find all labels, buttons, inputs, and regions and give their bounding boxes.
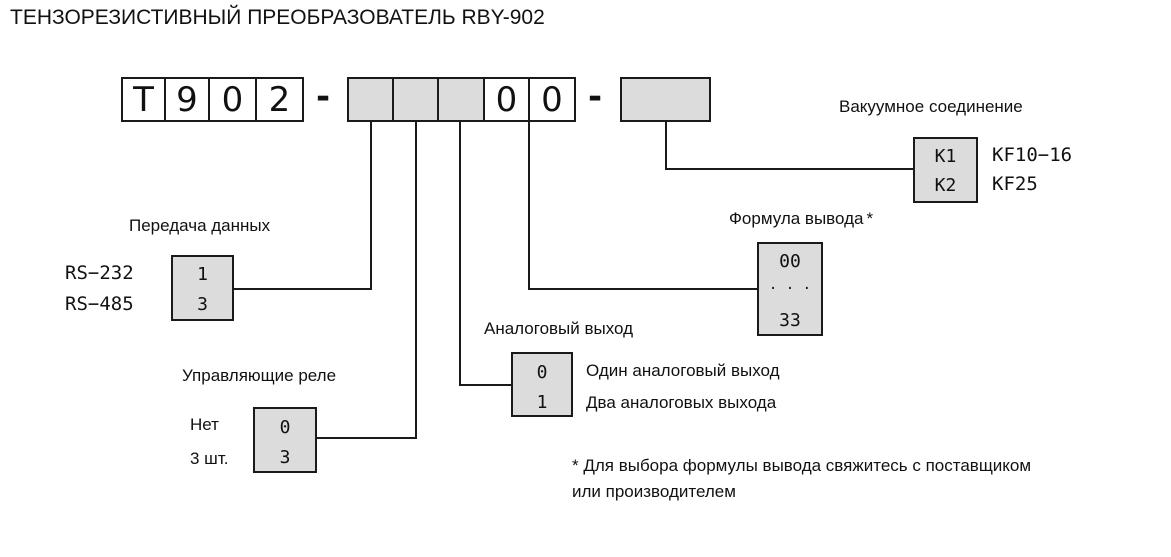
page-title: ТЕНЗОРЕЗИСТИВНЫЙ ПРЕОБРАЗОВАТЕЛЬ RBY-902 xyxy=(10,6,545,29)
code-char-t: T xyxy=(121,77,166,122)
analog-output-options-box: 0 1 xyxy=(511,352,573,417)
data-transfer-label-rs232: RS−232 xyxy=(65,262,134,284)
code-slot-formula-digit-1: 0 xyxy=(483,77,530,122)
vacuum-code-k2: K2 xyxy=(934,175,957,196)
analog-output-code-1: 1 xyxy=(536,392,548,413)
connector-data-transfer xyxy=(230,121,372,290)
code-slot-analog-output xyxy=(437,77,485,122)
analog-output-label-two: Два аналоговых выхода xyxy=(586,393,777,412)
relays-label-none: Нет xyxy=(190,415,219,434)
footnote-line-1: * Для выбора формулы вывода свяжитесь с … xyxy=(572,456,1032,475)
code-dash: - xyxy=(588,77,603,117)
code-dash: - xyxy=(316,77,331,117)
connector-output-formula xyxy=(528,121,758,290)
code-char-2: 2 xyxy=(255,77,304,122)
output-formula-options-box: 00 · · · 33 xyxy=(757,242,823,336)
relays-label-three: 3 шт. xyxy=(190,449,229,468)
relays-options-box: 0 3 xyxy=(253,407,317,473)
output-formula-code-00: 00 xyxy=(779,251,801,272)
connector-vacuum xyxy=(665,121,914,170)
data-transfer-code-3: 3 xyxy=(197,294,208,315)
analog-output-title: Аналоговый выход xyxy=(484,319,634,338)
vacuum-options-box: K1 K2 xyxy=(913,137,978,203)
code-slot-vacuum xyxy=(620,77,711,122)
vacuum-label-kf10-16: KF10−16 xyxy=(992,144,1073,166)
analog-output-label-one: Один аналоговый выход xyxy=(586,361,780,380)
vacuum-label-kf25: KF25 xyxy=(992,173,1038,195)
vacuum-code-k1: K1 xyxy=(934,146,957,167)
code-slot-relays xyxy=(392,77,439,122)
code-slot-data-transfer xyxy=(347,77,394,122)
output-formula-code-33: 33 xyxy=(779,310,801,331)
output-formula-title-text: Формула вывода xyxy=(729,209,864,228)
connector-analog-output xyxy=(459,121,512,386)
data-transfer-options-box: 1 3 xyxy=(171,255,234,321)
connector-relays xyxy=(316,121,417,439)
code-slot-formula-digit-2: 0 xyxy=(528,77,576,122)
data-transfer-title: Передача данных xyxy=(129,216,271,235)
output-formula-title: Формула вывода* xyxy=(729,210,873,227)
analog-output-code-0: 0 xyxy=(536,362,548,383)
code-char-0: 0 xyxy=(208,77,257,122)
output-formula-ellipsis: · · · xyxy=(768,281,812,297)
data-transfer-code-1: 1 xyxy=(197,264,208,285)
vacuum-title: Вакуумное соединение xyxy=(839,97,1023,116)
output-formula-asterisk: * xyxy=(866,209,874,228)
relays-title: Управляющие реле xyxy=(182,366,337,385)
relays-code-3: 3 xyxy=(279,447,291,468)
footnote-line-2: или производителем xyxy=(572,482,736,501)
code-char-9: 9 xyxy=(164,77,210,122)
data-transfer-label-rs485: RS−485 xyxy=(65,293,134,315)
relays-code-0: 0 xyxy=(279,417,291,438)
